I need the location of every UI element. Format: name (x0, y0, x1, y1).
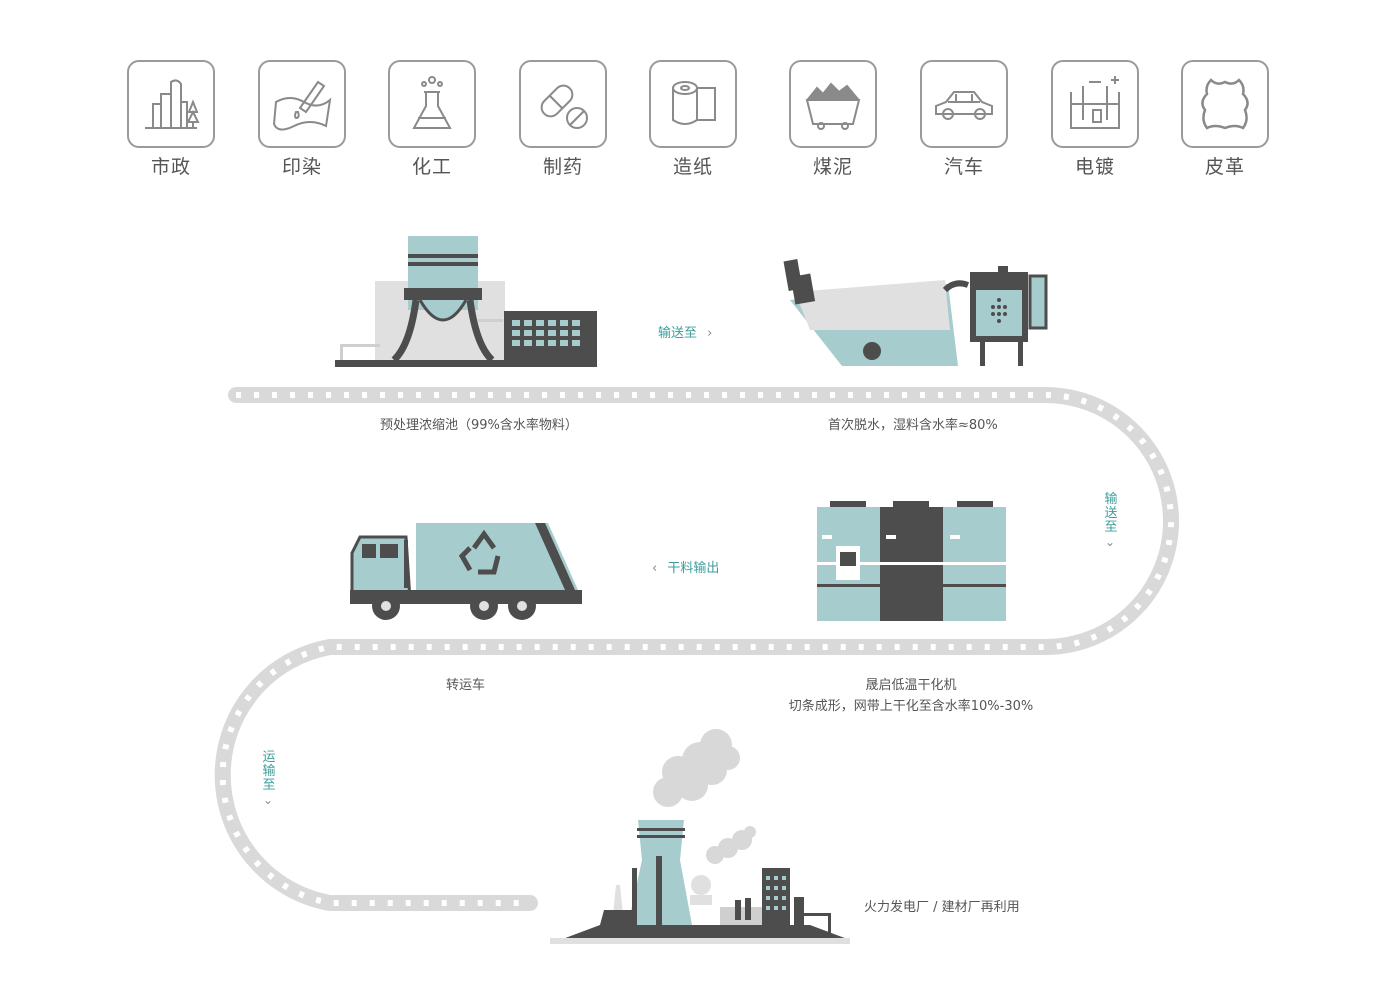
chevron-down-icon: ⌄ (1105, 535, 1116, 549)
power-plant-illustration (550, 729, 850, 944)
arrow-label: 输送至 (658, 326, 698, 341)
leather-tile (1181, 60, 1269, 148)
industry-coal: 煤泥 (789, 60, 881, 179)
step3-caption-detail: 切条成形，网带上干化至含水率10%-30% (788, 699, 1034, 714)
arrow-to-dewatering: 输送至 › (658, 322, 712, 341)
industry-auto: 汽车 (920, 60, 1012, 179)
step3-caption-title: 晟启低温干化机 (865, 678, 957, 693)
auto-tile (920, 60, 1008, 148)
coal-tile (789, 60, 877, 148)
industry-label: 化工 (411, 156, 452, 178)
industry-label: 电镀 (1074, 156, 1115, 178)
paper-roll-icon (672, 81, 716, 125)
chevron-left-icon: ‹ (652, 561, 658, 576)
chemical-flask-icon (412, 76, 452, 129)
truck-illustration (350, 523, 582, 620)
paper-tile (649, 60, 737, 148)
arrow-label: 干料输出 (667, 561, 720, 576)
electroplating-tank-icon (1070, 76, 1120, 129)
dryer-illustration (817, 501, 1006, 621)
industry-municipal: 市政 (127, 60, 219, 179)
chevron-right-icon: › (707, 326, 713, 341)
industry-label: 造纸 (672, 156, 713, 178)
pills-icon (540, 84, 588, 129)
industry-dyeing: 印染 (258, 60, 350, 179)
industry-label: 汽车 (943, 156, 984, 178)
industry-label: 皮革 (1204, 156, 1245, 178)
industry-label: 印染 (281, 156, 322, 178)
industry-pharma: 制药 (519, 60, 611, 179)
industry-chemical: 化工 (388, 60, 480, 179)
step5-caption: 火力发电厂 / 建材厂再利用 (864, 900, 1020, 915)
arrow-dry-output: ‹ 干料输出 (652, 557, 719, 576)
industry-plating: 电镀 (1051, 60, 1143, 179)
plating-tile (1051, 60, 1139, 148)
recycle-symbol (458, 529, 501, 575)
industry-paper: 造纸 (649, 60, 741, 179)
dye-printing-icon (272, 80, 332, 131)
thickening-tank-illustration (335, 236, 597, 367)
city-buildings-icon (145, 79, 200, 129)
industry-leather: 皮革 (1181, 60, 1273, 179)
car-icon (935, 91, 993, 120)
industry-label: 制药 (542, 156, 583, 178)
arrow-to-dryer-label: 输送至 (1104, 492, 1118, 535)
leather-hide-icon (1201, 78, 1249, 130)
pharma-tile (519, 60, 607, 148)
chevron-down-icon: ⌄ (263, 793, 274, 807)
conveyor-chevrons (219, 392, 1174, 906)
screw-press-illustration (783, 259, 1048, 366)
industry-label: 煤泥 (812, 156, 853, 178)
step4-caption: 转运车 (446, 678, 486, 693)
dyeing-tile (258, 60, 346, 148)
step2-caption: 首次脱水，湿料含水率≈80% (828, 418, 998, 433)
arrow-to-plant-label: 运输至 (262, 750, 276, 793)
municipal-tile (127, 60, 215, 148)
coal-cart-icon (805, 82, 861, 130)
industry-label: 市政 (150, 156, 191, 178)
step1-caption: 预处理浓缩池（99%含水率物料） (380, 418, 578, 433)
chemical-tile (388, 60, 476, 148)
